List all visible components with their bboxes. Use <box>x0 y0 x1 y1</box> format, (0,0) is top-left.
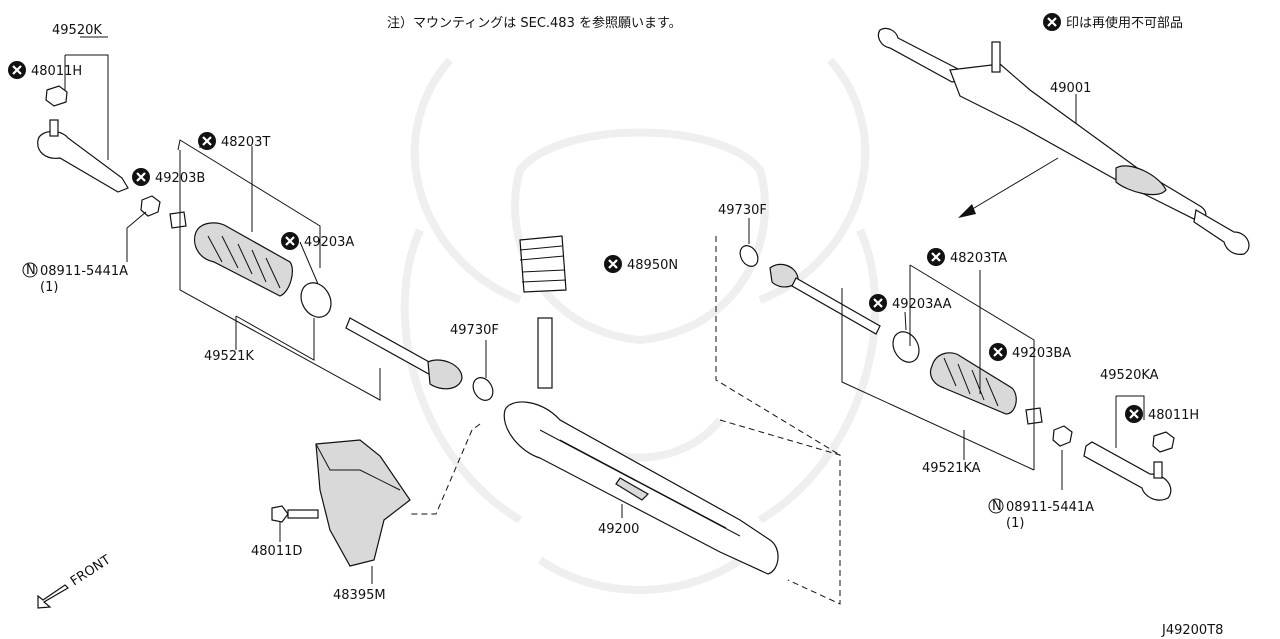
front-arrow-icon <box>37 584 69 609</box>
legend-text: 印は再使用不可部品 <box>1066 15 1183 31</box>
front-indicator: FRONT <box>37 553 113 609</box>
assembly-tie-rod-right <box>1193 209 1250 255</box>
label-08911-left-qty: (1) <box>40 280 58 295</box>
mounting-note: 注）マウンティングは SEC.483 を参照願います。 <box>387 15 682 31</box>
x-circle-icon <box>196 130 218 152</box>
label-49203AA: 49203AA <box>892 297 952 312</box>
label-49730F-right: 49730F <box>718 203 767 218</box>
x-circle-icon <box>867 292 889 314</box>
label-49203B: 49203B <box>155 171 205 186</box>
lock-nut-right <box>1052 425 1073 447</box>
boot-48203TA <box>929 352 1017 415</box>
assembly-boot-right <box>1115 165 1167 196</box>
assembly-49001-group: 49001 <box>877 27 1250 255</box>
center-labels: 48950N 49730F 49200 48011D 48395M <box>251 253 678 603</box>
pinion-seal-48950N <box>519 235 567 293</box>
label-49520KA: 49520KA <box>1100 368 1159 383</box>
label-08911-left: 08911-5441A <box>40 264 128 279</box>
label-08911-right-qty: (1) <box>1006 516 1024 531</box>
front-label: FRONT <box>68 553 113 590</box>
label-48011H-right: 48011H <box>1148 408 1199 423</box>
n-circle-letter: N <box>26 263 36 278</box>
exploded-view-arrow-icon <box>958 204 976 218</box>
left-labels: 49520K 48011H 48203T 49203B 49203A N 089… <box>6 23 354 364</box>
assembly-tie-rod-left <box>877 27 963 83</box>
x-circle-icon <box>1041 11 1063 33</box>
label-49520K: 49520K <box>52 23 102 38</box>
inner-rod-socket-left <box>427 359 463 390</box>
label-48011H-left: 48011H <box>31 64 82 79</box>
pinion-shaft <box>537 317 553 389</box>
x-circle-icon <box>279 230 301 252</box>
x-circle-icon <box>130 166 152 188</box>
label-48203TA: 48203TA <box>950 251 1007 266</box>
tie-rod-end-stud-left <box>49 119 59 137</box>
x-circle-icon <box>6 59 28 81</box>
bolt-48011D <box>271 505 289 523</box>
inner-rod-socket-right <box>769 263 799 288</box>
band-49203AA <box>892 331 920 363</box>
label-49203BA: 49203BA <box>1012 346 1071 361</box>
label-48395M: 48395M <box>333 588 386 603</box>
label-49203A: 49203A <box>304 235 354 250</box>
band-49203A <box>300 282 332 318</box>
assembly-pinion <box>991 41 1001 73</box>
label-48203T: 48203T <box>221 135 270 150</box>
gear-label-plate <box>615 477 649 501</box>
steering-gear-49200 <box>503 401 779 575</box>
x-circle-icon <box>987 341 1009 363</box>
nut-48011H-right <box>1152 431 1175 453</box>
x-circle-icon <box>925 246 947 268</box>
right-tie-rod-group <box>739 218 1175 501</box>
x-circle-icon <box>1123 403 1145 425</box>
boot-48203T <box>193 222 293 297</box>
label-08911-right: 08911-5441A <box>1006 500 1094 515</box>
figure-code: J49200T8 <box>1161 623 1223 638</box>
right-labels: 49730F 48203TA 49203AA 49203BA 49520KA 4… <box>718 203 1199 531</box>
label-49521KA: 49521KA <box>922 461 981 476</box>
non-reusable-legend: 印は再使用不可部品 <box>1041 11 1183 33</box>
inner-rod-right <box>791 277 881 335</box>
label-49001: 49001 <box>1050 81 1091 96</box>
nut-48011H-left <box>45 85 68 107</box>
label-49200: 49200 <box>598 522 639 537</box>
washer-49730F-center <box>472 377 494 401</box>
tie-rod-end-left <box>37 130 129 193</box>
tie-rod-end-stud-right <box>1153 461 1163 479</box>
label-48950N: 48950N <box>627 258 678 273</box>
label-49730F-center: 49730F <box>450 323 499 338</box>
x-circle-icon <box>602 253 624 275</box>
lock-nut-left <box>140 195 161 217</box>
inner-rod-left <box>345 317 441 379</box>
clamp-49203B <box>169 211 187 229</box>
n-circle-letter-right: N <box>992 499 1002 514</box>
left-tie-rod-group <box>37 36 463 401</box>
label-49521K: 49521K <box>204 349 254 364</box>
label-48011D: 48011D <box>251 544 302 559</box>
bolt-shank <box>287 509 319 519</box>
bracket-48395M <box>315 439 411 567</box>
washer-49730F-right <box>739 245 759 267</box>
center-group <box>271 235 841 605</box>
